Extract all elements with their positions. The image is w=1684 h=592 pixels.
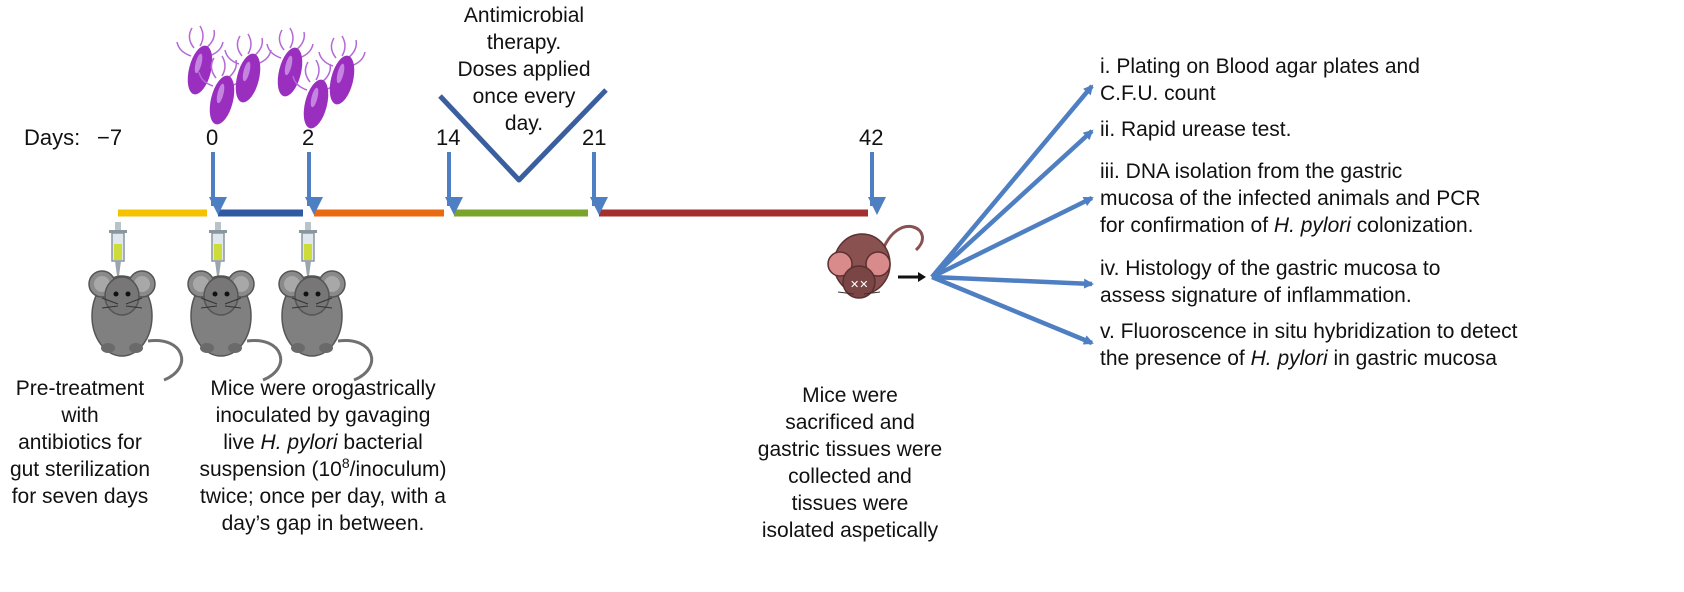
caption-line: inoculated by gavaging (215, 404, 431, 427)
pretreatment-caption: Pre-treatment with antibiotics for gut s… (0, 375, 160, 510)
caption-line: with (61, 404, 99, 427)
caption-line: Mice were orogastrically (210, 377, 436, 400)
syringe-icon (298, 221, 318, 277)
therapy-line: once every (472, 85, 576, 108)
mouse-icon (186, 269, 283, 382)
outcome-i: i. Plating on Blood agar plates and C.F.… (1100, 55, 1420, 105)
day-label-2: 2 (302, 125, 315, 150)
outcome-iv: iv. Histology of the gastric mucosa to a… (1100, 257, 1441, 307)
day-label-14: 14 (436, 125, 461, 150)
outcome-ii: ii. Rapid urease test. (1100, 118, 1292, 141)
mouse-icon (277, 269, 374, 382)
day-arrows (209, 152, 886, 215)
day-label-21: 21 (582, 125, 607, 150)
outcome-iii: iii. DNA isolation from the gastric muco… (1100, 160, 1481, 237)
caption-line: Pre-treatment (15, 377, 145, 400)
therapy-caption: Antimicrobial therapy. Doses applied onc… (418, 2, 630, 137)
caption-line: suspension (108/inoculum) (199, 455, 447, 481)
syringe-icon (208, 221, 228, 277)
sacrificed-mouse-icon: ✕✕ (827, 224, 924, 299)
therapy-window-v (438, 88, 608, 183)
caption-line: antibiotics for (18, 431, 142, 454)
sacrifice-caption: Mice were sacrificed and gastric tissues… (730, 382, 970, 544)
caption-line: day’s gap in between. (221, 512, 425, 535)
caption-line: gut sterilization (9, 458, 151, 481)
caption-line: collected and (788, 465, 912, 488)
mouse-icon (87, 269, 184, 382)
day-label-minus7: −7 (97, 125, 123, 150)
caption-line: for seven days (11, 485, 149, 508)
therapy-line: day. (504, 112, 544, 135)
outcome-v: v. Fluoroscence in situ hybridization to… (1100, 320, 1518, 370)
syringe-icon (108, 221, 128, 277)
days-label: Days: (24, 125, 81, 150)
therapy-line: Antimicrobial (463, 4, 585, 27)
day-label-0: 0 (206, 125, 219, 150)
caption-line: sacrificed and (785, 411, 915, 434)
svg-text:✕✕: ✕✕ (850, 278, 868, 291)
day-label-42: 42 (859, 125, 884, 150)
caption-line: gastric tissues were (757, 438, 943, 461)
caption-line: Mice were (802, 384, 898, 407)
bacteria-cluster-icon (176, 25, 366, 132)
caption-line: tissues were (791, 492, 909, 515)
outcome-arrows (930, 84, 1094, 346)
therapy-line: therapy. (486, 31, 562, 54)
caption-line: live H. pylori bacterial (223, 431, 423, 454)
caption-line: twice; once per day, with a (200, 485, 446, 508)
caption-line: isolated aspetically (761, 519, 939, 542)
inoculation-caption: Mice were orogastrically inoculated by g… (188, 375, 458, 537)
therapy-line: Doses applied (457, 58, 591, 81)
